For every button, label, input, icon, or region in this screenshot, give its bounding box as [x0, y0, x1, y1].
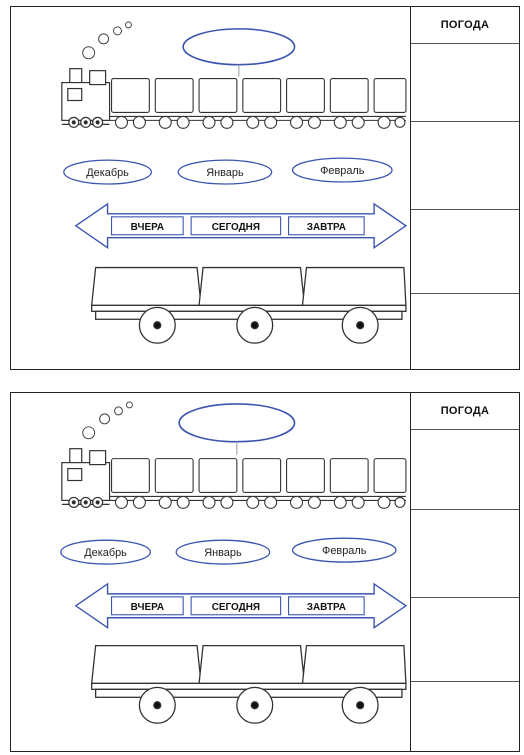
day-label-today: СЕГОДНЯ [212, 222, 260, 233]
wagon-slot-2[interactable] [154, 78, 194, 113]
wagon-slot-7[interactable] [373, 458, 407, 493]
weather-cell-2[interactable] [411, 121, 519, 209]
wagon-slot-4[interactable] [242, 78, 282, 113]
month-label-2: Январь [206, 167, 244, 179]
calendar-card-2: Декабрь Январь Февраль ВЧЕРА СЕГОДНЯ ЗАВ… [10, 392, 520, 752]
month-label-3: Февраль [320, 165, 365, 177]
weather-column: ПОГОДА [411, 393, 519, 751]
big-wagon-1[interactable] [90, 644, 202, 685]
big-wagon-2[interactable] [198, 644, 306, 685]
title-oval[interactable] [178, 403, 296, 443]
train-scene: Декабрь Январь Февраль ВЧЕРА СЕГОДНЯ ЗАВ… [11, 393, 411, 751]
wagon-slot-7[interactable] [373, 78, 407, 113]
month-oval-2[interactable]: Январь [177, 159, 273, 185]
wagon-slot-6[interactable] [329, 458, 369, 493]
day-label-yesterday: ВЧЕРА [131, 602, 164, 613]
weather-column: ПОГОДА [411, 7, 519, 369]
wagon-slot-3[interactable] [198, 78, 238, 113]
wagon-slot-1[interactable] [111, 458, 150, 493]
weather-cell-4[interactable] [411, 293, 519, 369]
big-wagon-3[interactable] [301, 266, 407, 306]
weather-cell-4[interactable] [411, 681, 519, 751]
month-label-3: Февраль [322, 545, 367, 557]
wagon-slot-5[interactable] [286, 458, 325, 493]
small-wheels [114, 495, 406, 509]
locomotive-icon [61, 448, 111, 508]
big-wagons [90, 644, 407, 724]
wagon-slot-2[interactable] [154, 458, 194, 493]
smoke-icon [82, 21, 132, 60]
month-oval-1[interactable]: Декабрь [63, 159, 152, 185]
train-scene: Декабрь Январь Февраль ВЧЕРА СЕГОДНЯ ЗАВ… [11, 7, 411, 369]
weather-cell-2[interactable] [411, 509, 519, 597]
big-wagon-1[interactable] [90, 266, 202, 306]
wagon-slot-3[interactable] [198, 458, 238, 493]
month-label-1: Декабрь [84, 547, 127, 559]
day-label-today: СЕГОДНЯ [212, 602, 260, 613]
day-label-tomorrow: ЗАВТРА [307, 222, 346, 233]
weather-title: ПОГОДА [440, 19, 490, 31]
wagon-slot-5[interactable] [286, 78, 325, 113]
weather-cell-1[interactable] [411, 43, 519, 121]
big-wagon-2[interactable] [198, 266, 306, 306]
title-oval[interactable] [182, 28, 296, 66]
month-label-2: Январь [204, 547, 242, 559]
small-wagons [109, 458, 407, 501]
train-drawing: Декабрь Январь Февраль ВЧЕРА СЕГОДНЯ ЗАВ… [60, 401, 408, 724]
weather-cell-3[interactable] [411, 209, 519, 293]
locomotive-icon [61, 68, 111, 128]
calendar-card-1: Декабрь Январь Февраль ВЧЕРА СЕГОДНЯ ЗАВ… [10, 6, 520, 370]
wagon-slot-4[interactable] [242, 458, 282, 493]
month-oval-2[interactable]: Январь [175, 539, 271, 565]
wagon-slot-1[interactable] [111, 78, 150, 113]
small-wheels [114, 115, 406, 129]
smoke-icon [82, 401, 133, 440]
month-oval-3[interactable]: Февраль [291, 157, 393, 183]
big-wagon-3[interactable] [301, 644, 407, 685]
big-wagons [90, 266, 407, 344]
month-oval-3[interactable]: Февраль [291, 537, 397, 563]
month-label-1: Декабрь [86, 167, 129, 179]
small-wagons [109, 78, 407, 121]
day-label-tomorrow: ЗАВТРА [307, 602, 346, 613]
wagon-slot-6[interactable] [329, 78, 369, 113]
day-label-yesterday: ВЧЕРА [131, 222, 164, 233]
weather-title: ПОГОДА [440, 405, 490, 417]
weather-cell-3[interactable] [411, 597, 519, 681]
train-drawing: Декабрь Январь Февраль ВЧЕРА СЕГОДНЯ ЗАВ… [61, 21, 408, 344]
month-oval-1[interactable]: Декабрь [60, 539, 151, 565]
weather-cell-1[interactable] [411, 429, 519, 509]
